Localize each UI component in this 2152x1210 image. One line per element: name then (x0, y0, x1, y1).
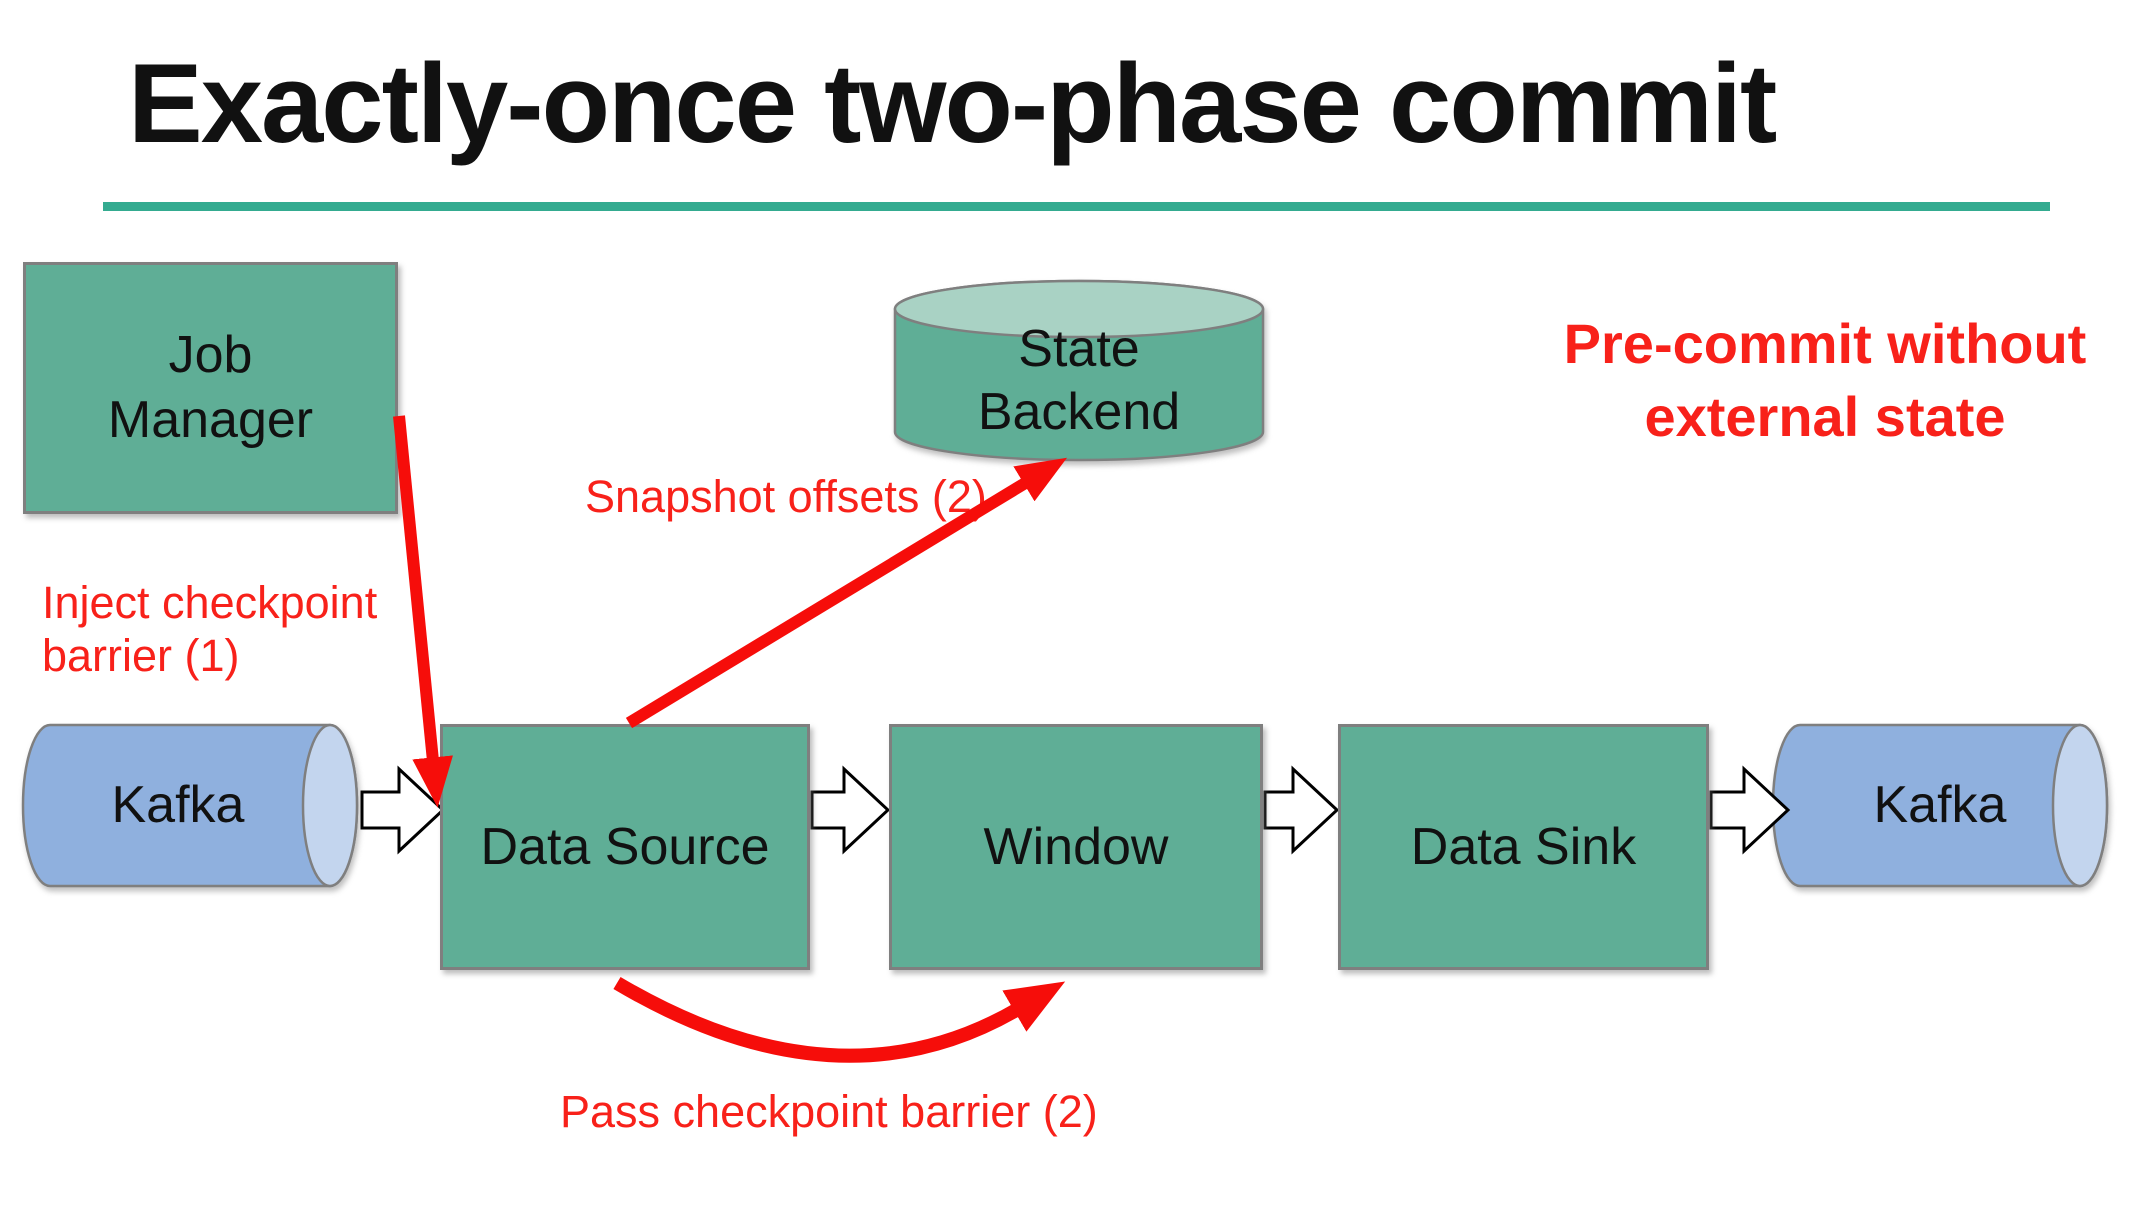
node-window: Window (889, 724, 1263, 970)
node-job-manager-label: Job Manager (107, 326, 314, 449)
title-underline (103, 202, 2050, 211)
node-window-label: Window (983, 817, 1169, 876)
node-data-source-label: Data Source (480, 817, 770, 876)
node-data-sink-label: Data Sink (1410, 817, 1637, 876)
inject-checkpoint-arrow (393, 415, 453, 808)
node-job-manager: Job Manager (23, 262, 398, 514)
annotation-snapshot-offsets: Snapshot offsets (2) (585, 471, 987, 522)
node-data-source: Data Source (440, 724, 810, 970)
node-data-sink: Data Sink (1338, 724, 1709, 970)
node-state-backend-label: State Backend (977, 319, 1181, 441)
node-kafka-out-label: Kafka (1873, 776, 2007, 835)
precommit-note: Pre-commit without external state (1563, 312, 2087, 448)
flow-arrow-kafka-to-source (360, 765, 446, 855)
annotation-inject-checkpoint: Inject checkpoint barrier (1) (42, 577, 378, 682)
node-kafka-in-label: Kafka (111, 776, 245, 835)
flow-arrow-window-to-sink (1263, 765, 1340, 855)
flow-arrow-sink-to-kafka (1709, 765, 1791, 855)
pass-barrier-arrow (613, 976, 1066, 1063)
page-title: Exactly-once two-phase commit (128, 41, 1777, 166)
flow-arrow-source-to-window (810, 765, 891, 855)
annotation-pass-barrier: Pass checkpoint barrier (2) (560, 1086, 1098, 1137)
